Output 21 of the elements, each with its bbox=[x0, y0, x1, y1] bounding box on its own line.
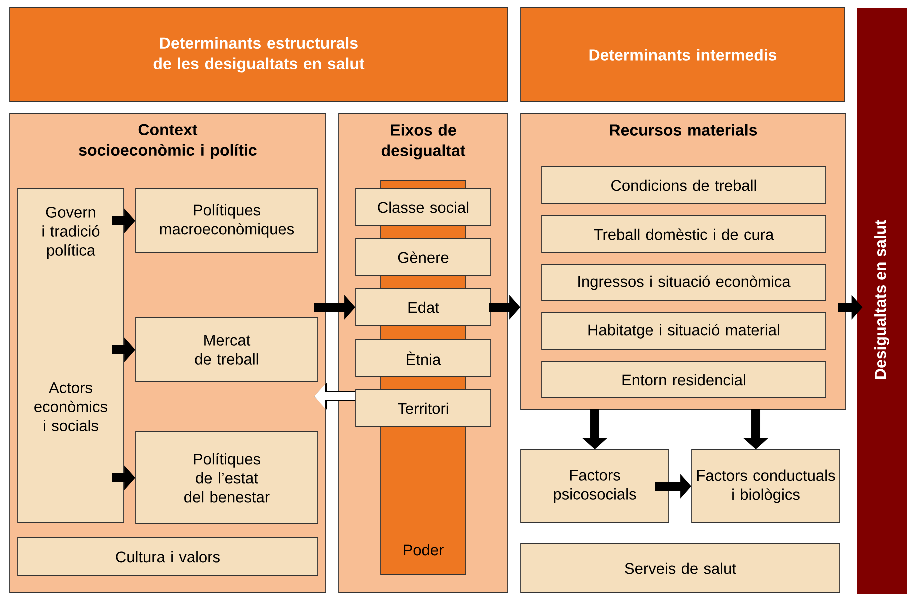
factor-box: Entorn residencial bbox=[542, 362, 826, 398]
axis-box: Ètnia bbox=[356, 340, 492, 378]
axis-box: Gènere bbox=[356, 238, 492, 276]
factor-box: Treball domèstic i de cura bbox=[542, 216, 826, 254]
heading-box: Determinants intermedis bbox=[520, 8, 846, 102]
axis-box: Classe social bbox=[356, 188, 492, 226]
factor-box: Polítiques macroeconòmiques bbox=[136, 188, 318, 254]
factor-box: Factors psicosocials bbox=[520, 450, 670, 524]
factor-box: Condicions de treball bbox=[542, 166, 826, 204]
factor-box: Cultura i valors bbox=[18, 538, 318, 576]
factor-box: Serveis de salut bbox=[520, 544, 840, 594]
factor-box: Habitatge i situació material bbox=[542, 312, 826, 350]
factor-box: Govern i tradició política Actors econòmics i socials bbox=[18, 188, 124, 524]
heading-box: Determinants estructurals de les desigualtats en salut bbox=[10, 8, 508, 102]
outcome-bar: Desigualtats en salut bbox=[857, 8, 907, 594]
factor-box: Factors conductuals i biològics bbox=[692, 450, 840, 524]
axis-box: Territori bbox=[356, 390, 492, 428]
factor-box: Polítiques de l’estat del benestar bbox=[136, 432, 318, 524]
axis-box: Edat bbox=[356, 288, 492, 326]
factor-box: Ingressos i situació econòmica bbox=[542, 264, 826, 302]
factor-box: Mercat de treball bbox=[136, 318, 318, 382]
